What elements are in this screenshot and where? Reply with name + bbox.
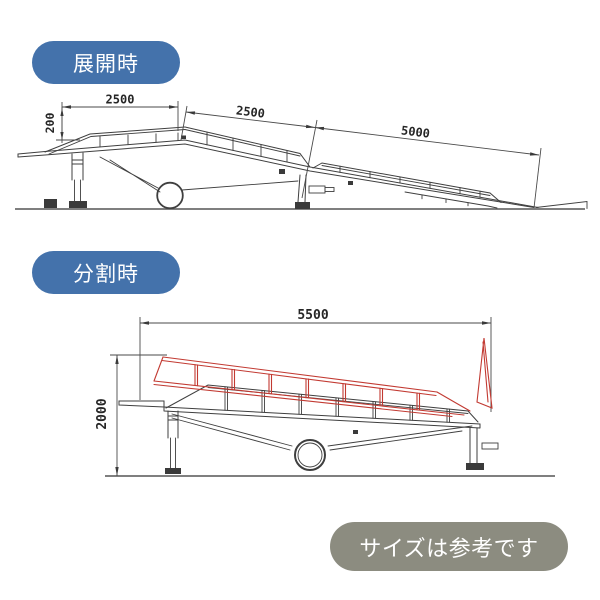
split-base-structure [118,384,499,451]
dim-total-height: 2000 [95,354,167,476]
split-state-label: 分割時 [73,262,139,286]
dim-platform-length: 2500 [61,93,179,143]
dim-upper-slope-length: 2500 [180,103,318,199]
dim-total-length-label: 5500 [297,308,328,323]
dim-total-height-label: 2000 [95,398,110,429]
size-note-badge: サイズは参考です [330,522,568,571]
deployed-ramp-drawing: 2500 200 2500 5000 [15,93,588,210]
dim-lower-slope-label: 5000 [400,123,430,140]
deployed-wheel [156,181,184,210]
dim-platform-drop-label: 200 [43,113,57,134]
dim-platform-drop: 200 [43,107,80,141]
size-note-label: サイズは参考です [359,535,539,561]
deployed-middle-leg [295,174,335,209]
deployed-state-badge: 展開時 [32,41,180,84]
dim-platform-length-label: 2500 [106,93,135,107]
deployed-ramp-structure [17,126,588,209]
split-wheel [294,439,326,471]
deployed-front-leg [44,152,87,208]
split-front-leg [165,410,181,474]
deployed-state-label: 展開時 [73,52,139,76]
dim-total-length: 5500 [139,308,492,412]
split-state-badge: 分割時 [32,251,180,294]
dim-upper-slope-label: 2500 [235,103,265,120]
split-rear-leg [466,427,484,470]
dim-lower-slope-length: 5000 [314,123,542,209]
split-ramp-drawing: 5500 2000 [95,308,555,477]
split-folded-section-highlight [153,337,493,418]
